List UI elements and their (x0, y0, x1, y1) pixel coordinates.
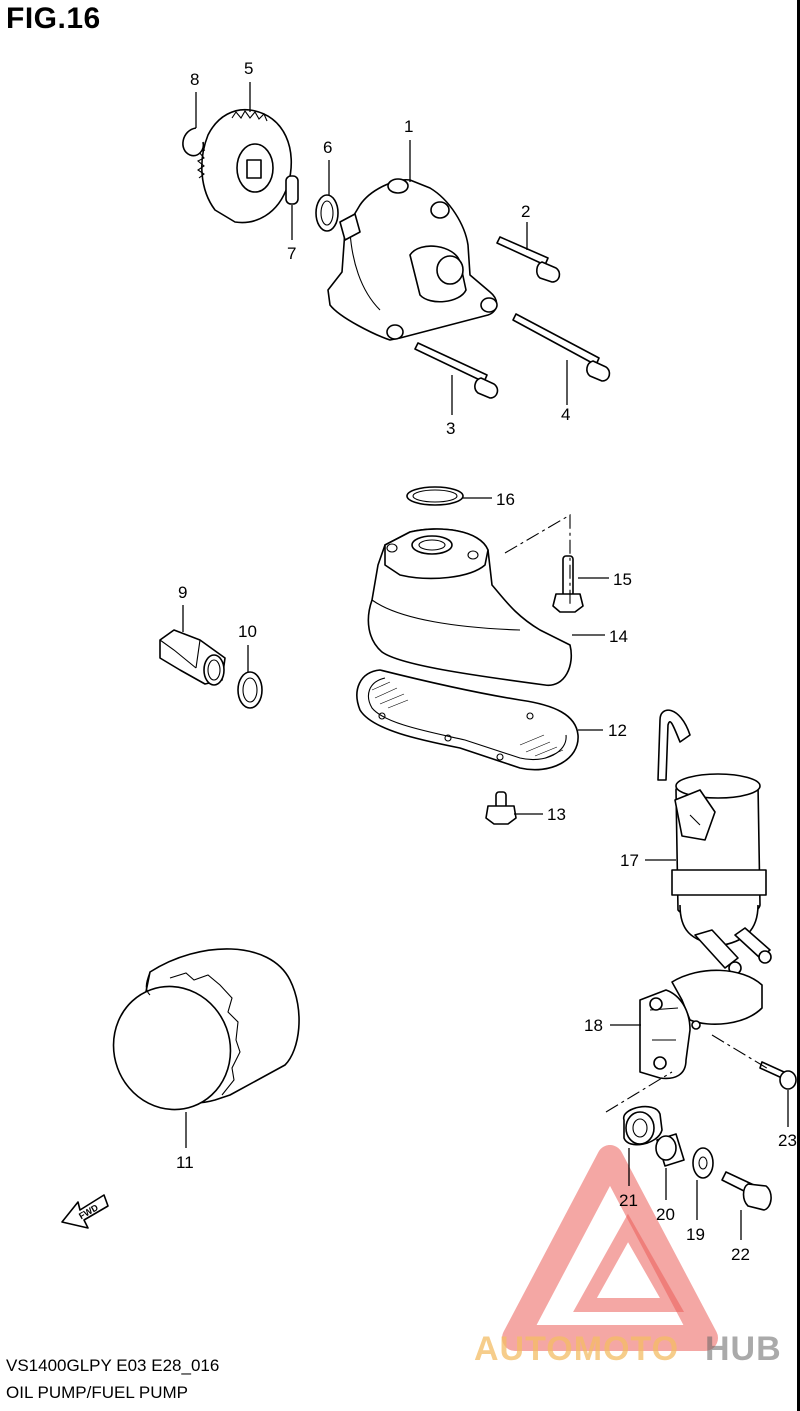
part-9-plug (159, 629, 226, 686)
part-17-fuel-pump (657, 709, 772, 975)
callout-10: 10 (238, 622, 257, 641)
watermark-logo: AUTOMOTO HUB (474, 1145, 782, 1368)
page-border (797, 0, 800, 1411)
callout-9: 9 (178, 583, 187, 602)
part-22-bolt (721, 1171, 772, 1211)
part-23-screw (759, 1061, 797, 1090)
callout-6: 6 (323, 138, 332, 157)
part-8-circlip (182, 127, 205, 157)
part-11-oil-filter (112, 948, 300, 1111)
callout-12: 12 (608, 721, 627, 740)
part-4-bolt (512, 313, 611, 382)
part-12-strainer-screen (356, 669, 579, 771)
callout-2: 2 (521, 202, 530, 221)
part-16-o-ring (406, 486, 464, 506)
callout-21: 21 (619, 1191, 638, 1210)
part-5-driven-gear (197, 108, 292, 224)
section-name: OIL PUMP/FUEL PUMP (6, 1383, 188, 1402)
leader-lines (182, 82, 789, 1240)
model-code: VS1400GLPY E03 E28_016 (6, 1356, 220, 1375)
callout-23: 23 (778, 1131, 797, 1150)
figure-title: FIG.16 (6, 2, 101, 35)
part-18-bracket (639, 969, 763, 1080)
part-13-bolt (485, 791, 517, 825)
callout-22: 22 (731, 1245, 750, 1264)
callout-11: 11 (176, 1153, 194, 1172)
callout-7: 7 (287, 244, 296, 263)
part-19-washer (692, 1147, 714, 1179)
callout-19: 19 (686, 1225, 705, 1244)
reference-lines (504, 514, 771, 1113)
part-2-bolt (496, 236, 561, 283)
part-7-pin (285, 175, 299, 205)
part-6-o-ring (315, 194, 339, 232)
watermark-text-1: AUTOMOTO (474, 1330, 679, 1368)
part-20-collar (655, 1133, 685, 1167)
part-10-gasket (237, 671, 263, 709)
part-21-grommet (623, 1105, 663, 1146)
part-1-oil-pump-body (327, 178, 498, 341)
callout-14: 14 (609, 627, 628, 646)
fwd-direction-arrow: FWD (61, 1194, 109, 1229)
callout-numbers: 1 2 3 4 5 6 7 8 9 10 11 12 13 14 15 16 1… (176, 59, 797, 1264)
callout-16: 16 (496, 490, 515, 509)
part-3-bolt (414, 342, 499, 399)
callout-8: 8 (190, 70, 199, 89)
callout-15: 15 (613, 570, 632, 589)
part-14-strainer-body (367, 528, 572, 686)
part-15-bolt (552, 555, 584, 613)
watermark-text-2: HUB (705, 1330, 782, 1368)
callout-5: 5 (244, 59, 253, 78)
callout-20: 20 (656, 1205, 675, 1224)
callout-1: 1 (404, 117, 413, 136)
callout-17: 17 (620, 851, 639, 870)
callout-13: 13 (547, 805, 566, 824)
callout-18: 18 (584, 1016, 603, 1035)
callout-4: 4 (561, 405, 570, 424)
callout-3: 3 (446, 419, 455, 438)
